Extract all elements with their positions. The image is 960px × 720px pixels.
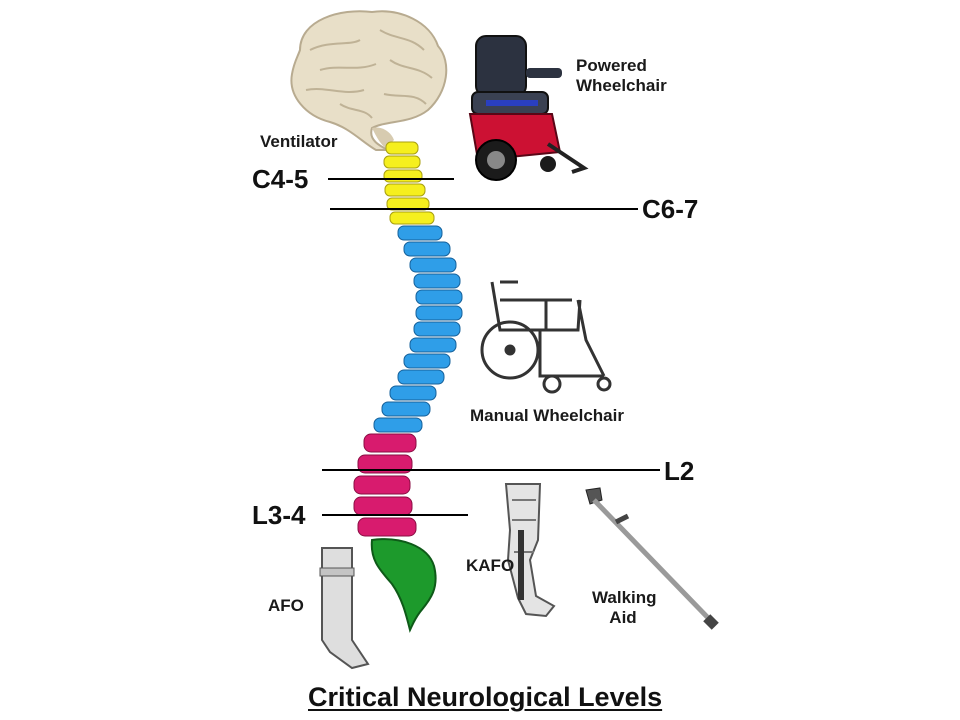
walking-aid-label: Walking Aid [592,588,657,628]
c67-level-label: C6-7 [642,194,699,224]
powered-wheelchair-label: Powered Wheelchair [576,56,667,96]
manual-wheelchair-label: Manual Wheelchair [470,406,624,425]
walking-aid-label-line1: Walking [592,588,657,607]
manual-wheelchair-illustration [480,280,612,394]
walking-aid-label-line2: Aid [609,608,637,627]
kafo-brace-illustration [504,483,556,618]
diagram-title: Critical Neurological Levels [308,682,663,712]
brain-illustration [290,10,448,151]
cervical-vertebrae [383,141,435,225]
l2-level-label: L2 [664,456,695,486]
kafo-label: KAFO [466,556,515,575]
spine-illustration [353,141,463,633]
afo-label: AFO [268,596,304,615]
l34-level-label: L3-4 [252,500,306,530]
ventilator-label: Ventilator [260,132,338,151]
walking-aid-illustration [585,487,719,630]
powered-wheelchair-label-line2: Wheelchair [576,76,667,95]
c45-level-label: C4-5 [252,164,309,194]
powered-wheelchair-label-line1: Powered [576,56,647,75]
afo-brace-illustration [319,547,370,670]
powered-wheelchair-illustration [468,35,589,181]
thoracic-vertebrae [373,225,463,433]
lumbar-vertebrae [353,433,417,537]
sacral-vertebrae [370,538,437,633]
